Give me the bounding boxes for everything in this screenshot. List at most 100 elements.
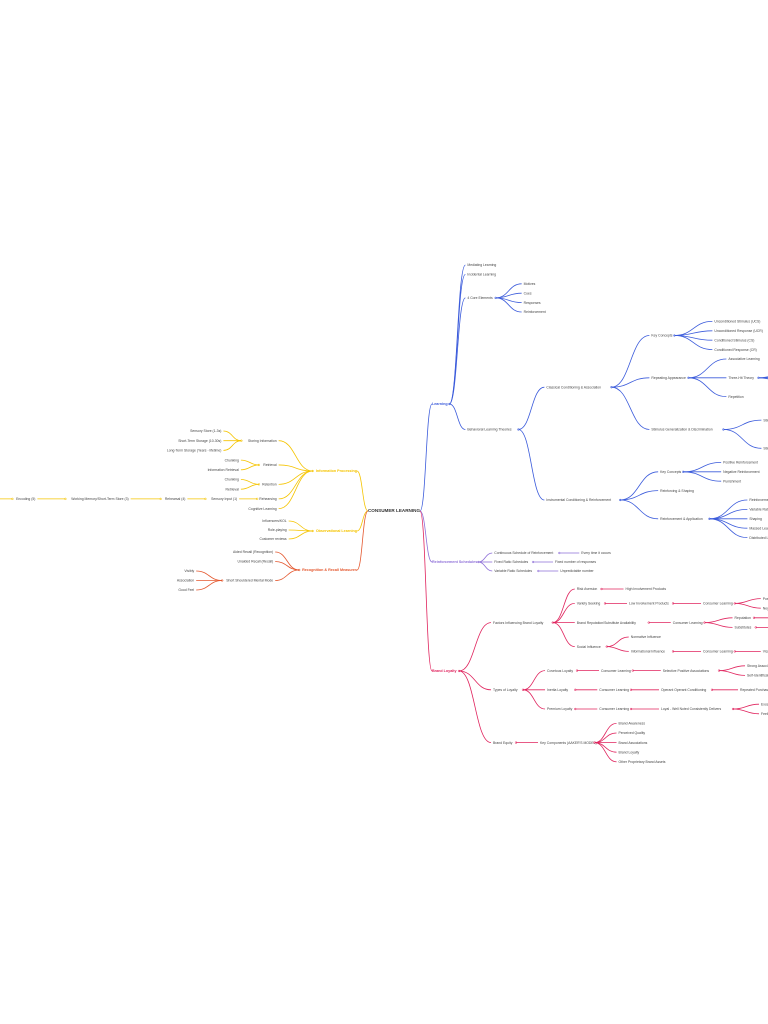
connector xyxy=(278,440,313,472)
node-repetition: Repetition xyxy=(728,395,743,399)
root-node-title: CONSUMER LEARNING xyxy=(368,508,420,513)
node-variable-ratio-schedules: Variable Ratio Schedules xyxy=(494,569,532,573)
branch-connector xyxy=(419,403,433,512)
node-brand-equity: Brand Equity xyxy=(493,741,513,745)
node-rehearsal-4: Rehearsal (4) xyxy=(165,497,186,501)
connector xyxy=(620,499,659,520)
connector xyxy=(611,377,650,388)
node-self-identification-with-brand: Self-Identification with brand xyxy=(747,674,768,678)
connector xyxy=(240,479,259,485)
connector xyxy=(518,429,545,501)
node-premium-loyalty: Premium Loyalty xyxy=(547,707,573,711)
connector xyxy=(723,419,762,430)
node-repeating-appearance: Repeating Appearance xyxy=(651,376,686,380)
connector xyxy=(709,499,748,520)
node-reinforcing-shaping: Reinforcing & Shaping xyxy=(660,489,694,493)
branch-reinforcement-schedules: Reinforcement Schedules xyxy=(432,560,477,564)
node-key-concepts: Key Concepts xyxy=(651,334,672,338)
branch-information-processing: Information Processing xyxy=(316,469,357,473)
connector xyxy=(683,462,722,473)
node-consumer-learning: Consumer Learning xyxy=(601,669,631,673)
connector xyxy=(594,742,617,763)
node-good-feel: Good Feel xyxy=(178,588,194,592)
connector xyxy=(674,335,713,350)
node-types-of-loyalty: Types of Loyalty xyxy=(493,688,518,692)
node-key-concepts: Key Concepts xyxy=(660,470,681,474)
branch-connector xyxy=(419,510,433,672)
node-4-core-elements: 4 Core Elements xyxy=(467,296,493,300)
connector xyxy=(223,440,242,451)
node-behavioral-learning-theories: Behavioral Learning Theories xyxy=(467,428,512,432)
connector xyxy=(606,636,629,647)
node-association: Association xyxy=(177,579,194,583)
node-cues: Cues xyxy=(524,291,532,295)
node-variable-ratio-schedule: Variable Ratio Schedule xyxy=(749,508,768,512)
connector xyxy=(449,274,466,405)
node-selective-positive-associations: Selective Positive Associations xyxy=(663,669,710,673)
connector xyxy=(196,580,223,591)
node-stimulus-generalization: Stimulus Generalization xyxy=(763,418,768,422)
node-reinforcement-application: Reinforcement & Application xyxy=(660,517,703,521)
connector xyxy=(552,603,575,623)
node-continuous-schedule-of-reinforcement: Continuous Schedule of Reinforcement xyxy=(494,551,553,555)
node-positive-reinforcement: Positive Reinforcement xyxy=(723,461,758,465)
node-sensory-input-1: Sensory Input (1) xyxy=(211,497,237,501)
connector xyxy=(495,297,522,313)
node-short-term-storage-10-30s: Short-Term Storage (10-30s) xyxy=(178,439,221,443)
node-brand-reputation-substitute-availability: Brand Reputation/Substitute Availability xyxy=(577,621,636,625)
connector xyxy=(278,464,313,472)
connector xyxy=(733,708,760,715)
node-covetous-loyalty: Covetous Loyalty xyxy=(547,669,573,673)
node-working-memory-short-term-store-3: Working Memory/Short-Term Store (3) xyxy=(71,497,128,501)
node-consumer-learning: Consumer Learning xyxy=(703,650,733,654)
node-chunking: Chunking xyxy=(225,458,239,462)
node-social-influence: Social Influence xyxy=(577,645,601,649)
node-other-proprietary-brand-assets: Other Proprietary Brand Assets xyxy=(619,760,666,764)
node-inertia-loyalty: Inertia Loyalty xyxy=(547,688,568,692)
node-distributed-learning: Distributed Learning xyxy=(749,536,768,540)
connector xyxy=(719,670,746,676)
node-unconditioned-stimulus-ucs: Unconditioned Stimulus (UCS) xyxy=(714,320,760,324)
connector xyxy=(458,670,492,743)
connector xyxy=(594,732,617,743)
node-stimulus-discrimination: Stimulus Discrimination xyxy=(763,447,768,451)
connector xyxy=(758,376,768,379)
node-retrieval: Retrieval xyxy=(226,487,240,491)
node-negative: Negative xyxy=(763,606,768,610)
connector xyxy=(458,622,492,672)
connector xyxy=(278,470,313,485)
node-brand-loyalty: Brand Loyalty xyxy=(619,750,640,754)
connector xyxy=(223,430,242,442)
node-negative-reinforcement: Negative Reinforcement xyxy=(723,470,759,474)
connector xyxy=(478,552,493,563)
node-factors-influencing-brand-loyalty: Factors Influencing Brand Loyalty xyxy=(493,621,544,625)
node-retrieval: Retrieval xyxy=(263,463,277,467)
connector xyxy=(275,551,300,571)
connector xyxy=(704,622,733,628)
connector xyxy=(552,622,575,647)
connector xyxy=(240,464,259,471)
node-vicarious-learning-through-observing: Vicarious learning through observing xyxy=(763,650,768,654)
node-aided-recall-recognition: Aided Recall (Recognition) xyxy=(233,550,273,554)
node-instrumental-conditioning-reinforcement: Instrumental Conditioning & Reinforcemen… xyxy=(546,498,611,502)
connector xyxy=(522,670,546,691)
node-informational-influence: Informational Influence xyxy=(631,650,665,654)
node-motives: Motives xyxy=(524,282,536,286)
node-conditioned-stimulus-cs: Conditioned Stimulus (CS) xyxy=(714,338,754,342)
connector xyxy=(278,470,313,509)
node-fixed-number-of-responses: Fixed number of responses xyxy=(555,560,596,564)
node-perceived-quality: Perceived Quality xyxy=(619,731,646,735)
node-normative-influence: Normative Influence xyxy=(631,635,661,639)
connector xyxy=(594,742,617,753)
connector xyxy=(733,703,760,710)
node-reputation: Reputation xyxy=(735,616,752,620)
node-repeated-purchase-due-to: Repeated Purchase Due To xyxy=(740,688,768,692)
connector xyxy=(734,598,761,604)
node-incidental-learning: Incidental Learning xyxy=(467,273,496,277)
connector xyxy=(709,509,748,520)
node-brand-awareness: Brand Awareness xyxy=(619,722,646,726)
node-reinforcement: Reinforcement xyxy=(524,310,546,314)
node-risk-aversion: Risk Aversion xyxy=(577,587,598,591)
connector xyxy=(606,646,629,652)
